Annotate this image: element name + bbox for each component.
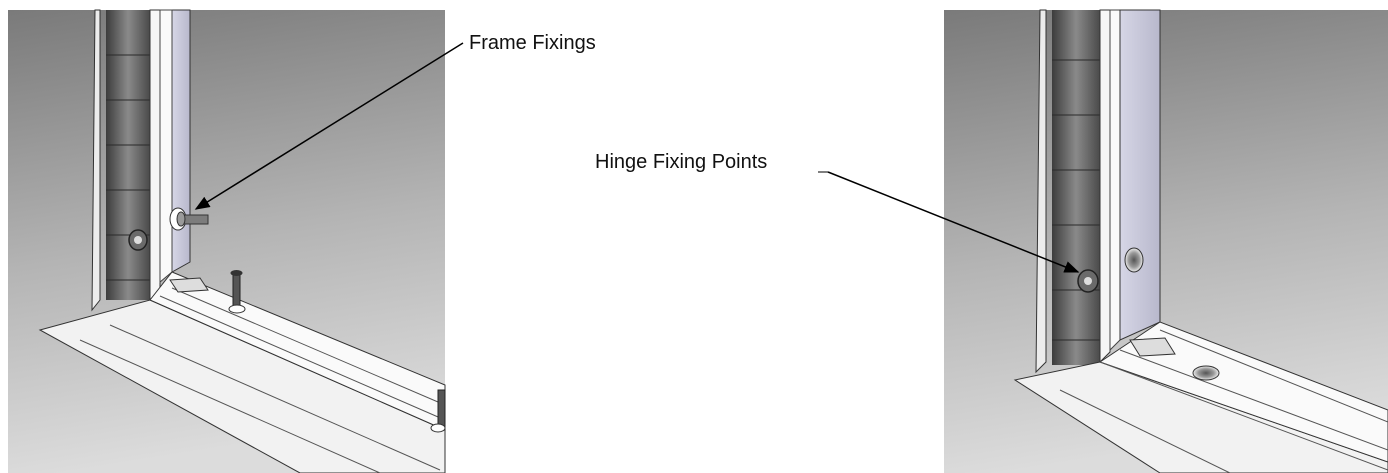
right-bottom-rail-inner — [1098, 321, 1388, 463]
left-hinge-fixing — [128, 229, 148, 251]
right-bottom-rail — [1013, 361, 1388, 473]
right-frame-profile — [1099, 9, 1111, 364]
left-bottom-rail-inner — [149, 271, 446, 431]
frame-fixings-leader — [194, 42, 464, 210]
arrowhead-icon — [194, 42, 1080, 273]
right-corner-block — [1129, 337, 1176, 357]
frame-fixings-label: Frame Fixings — [469, 32, 596, 54]
right-inner-edge — [1109, 9, 1121, 352]
right-floor-fixing — [1192, 365, 1220, 381]
hinge-fixing-points-label: Hinge Fixing Points — [595, 151, 768, 173]
left-frame-profile — [149, 9, 161, 302]
right-inner-lining — [1119, 9, 1161, 341]
left-view — [8, 9, 446, 473]
left-corner-block — [169, 277, 209, 293]
right-hinge-strip — [1052, 10, 1100, 365]
vertical-screw — [228, 270, 246, 314]
left-hinge-strip — [106, 10, 150, 300]
right-view — [944, 9, 1388, 473]
right-frame-stile — [1035, 9, 1047, 374]
left-bottom-rail — [38, 299, 446, 473]
screw-icon — [169, 207, 209, 231]
right-hinge-fixing — [1077, 269, 1099, 293]
left-frame-stile — [91, 9, 101, 312]
left-inner-edge — [159, 9, 173, 284]
left-inner-lining — [171, 9, 191, 273]
hinge-fixing-points-leader — [827, 171, 1080, 273]
fixing-hole-icon — [430, 389, 446, 433]
right-lining-fixing-hole — [1124, 247, 1144, 273]
